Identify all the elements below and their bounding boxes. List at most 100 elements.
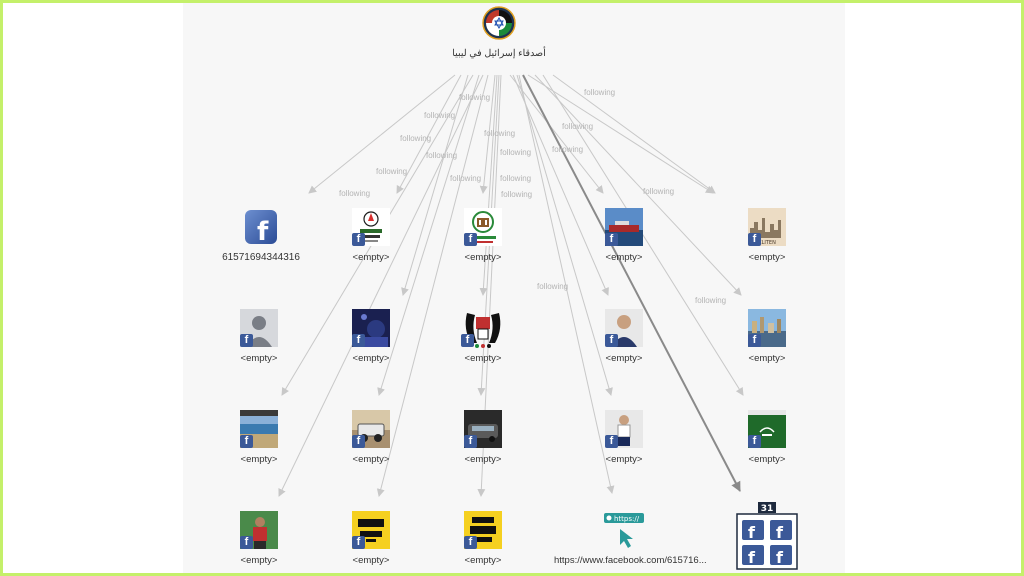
facebook-badge-icon: f — [748, 233, 761, 246]
edge-line — [516, 74, 613, 396]
default-avatar-icon: f — [240, 309, 278, 347]
svg-text:f: f — [776, 548, 784, 567]
edge-label: following — [562, 122, 594, 131]
svg-text:f: f — [776, 523, 784, 542]
node-label: <empty> — [352, 454, 390, 465]
breaking-benghazi-logo-icon: f — [464, 511, 502, 549]
edge-label: following — [459, 93, 491, 102]
edge-label: following — [400, 134, 432, 143]
node-5[interactable]: ZLITEN f <empty> — [697, 208, 837, 263]
edge-label: following — [584, 88, 616, 97]
edge-line — [552, 74, 716, 194]
node-12[interactable]: f <empty> — [301, 410, 441, 465]
node-8[interactable]: f <empty> — [413, 309, 553, 364]
edge-label: following — [484, 129, 516, 138]
node-label: <empty> — [605, 252, 643, 263]
root-label: أصدقاء إسرائيل في ليبيا — [452, 48, 546, 59]
root-node[interactable]: f أصدقاء إسرائيل في ليبيا — [429, 6, 569, 59]
facebook-badge-icon: f — [240, 334, 253, 347]
edge-label: following — [552, 145, 584, 154]
node-14[interactable]: f <empty> — [554, 410, 694, 465]
man-portrait-photo-icon: f — [605, 309, 643, 347]
edge-line — [377, 74, 480, 396]
city-sketch-icon: ZLITEN f — [748, 208, 786, 246]
edge-line — [479, 74, 498, 296]
edge-line — [479, 74, 496, 194]
edge-line — [376, 74, 489, 497]
node-17[interactable]: f <empty> — [301, 511, 441, 566]
edge-label: following — [501, 190, 533, 199]
seated-man-photo-icon: f — [605, 410, 643, 448]
facebook-badge-icon: f — [464, 536, 477, 549]
facebook-badge-icon: f — [464, 435, 477, 448]
node-7[interactable]: f <empty> — [301, 309, 441, 364]
facebook-badge-icon: f — [352, 233, 365, 246]
node-9[interactable]: f <empty> — [554, 309, 694, 364]
edge-line — [278, 74, 484, 497]
city-skyline-photo-icon: f — [748, 309, 786, 347]
node-label: https://www.facebook.com/615716... — [554, 555, 707, 566]
facebook-badge-icon: f — [352, 435, 365, 448]
edge-label: following — [424, 111, 456, 120]
node-label: <empty> — [464, 555, 502, 566]
node-10[interactable]: f <empty> — [697, 309, 837, 364]
svg-text:f: f — [748, 523, 756, 542]
node-label: <empty> — [240, 555, 278, 566]
node-11[interactable]: f <empty> — [189, 410, 329, 465]
edge-line — [401, 74, 469, 296]
edge-line — [542, 74, 744, 396]
car-photo-icon: f — [464, 410, 502, 448]
node-label: <empty> — [464, 454, 502, 465]
sawt-benghazi-logo-icon: f — [352, 511, 390, 549]
svg-text:f: f — [257, 217, 269, 246]
node-label: <empty> — [605, 454, 643, 465]
node-16[interactable]: f <empty> — [189, 511, 329, 566]
edge-label: following — [500, 174, 532, 183]
node-15[interactable]: f <empty> — [697, 410, 837, 465]
facebook-badge-icon: f — [352, 334, 365, 347]
emblem-logo-icon: f — [464, 208, 502, 246]
facebook-badge-icon: f — [464, 233, 477, 246]
edge-label: following — [695, 296, 727, 305]
node-label: <empty> — [352, 252, 390, 263]
group-count: 31 — [761, 504, 774, 514]
edge-line — [534, 74, 742, 296]
facebook-badge-icon: f — [352, 536, 365, 549]
node-label: <empty> — [464, 252, 502, 263]
facebook-badge-icon: f — [605, 435, 618, 448]
hands-poster-icon: f — [461, 309, 505, 349]
node-3[interactable]: f <empty> — [413, 208, 553, 263]
node-label: <empty> — [352, 555, 390, 566]
node-label: <empty> — [605, 353, 643, 364]
edge-label: following — [500, 148, 532, 157]
graph-canvas: f أصدقاء إسرائيل في ليبيا f 615716943443… — [183, 3, 845, 573]
coast-photo-icon: f — [240, 410, 278, 448]
node-2[interactable]: f <empty> — [301, 208, 441, 263]
node-label: <empty> — [240, 353, 278, 364]
edge-label: following — [450, 174, 482, 183]
edge-label: following — [643, 187, 675, 196]
svg-text:ZLITEN: ZLITEN — [758, 240, 776, 246]
node-1[interactable]: f 61571694344316 — [191, 208, 331, 263]
facebook-logo-icon: f — [242, 208, 280, 246]
edge-line — [522, 74, 741, 492]
facebook-badge-icon: f — [482, 28, 483, 40]
flags-logo-icon: f — [482, 6, 516, 40]
night-selfie-photo-icon: f — [352, 309, 390, 347]
node-4[interactable]: f <empty> — [554, 208, 694, 263]
node-6[interactable]: f <empty> — [189, 309, 329, 364]
node-label: 61571694344316 — [222, 252, 300, 263]
edge-line — [509, 74, 604, 194]
node-19[interactable]: https:// https://www.facebook.com/615716… — [554, 509, 707, 566]
facebook-badge-icon: f — [748, 435, 761, 448]
node-label: <empty> — [240, 454, 278, 465]
edge-line — [527, 74, 714, 194]
edge-label: following — [426, 151, 458, 160]
node-18[interactable]: f <empty> — [413, 511, 553, 566]
node-label: <empty> — [748, 353, 786, 364]
node-13[interactable]: f <empty> — [413, 410, 553, 465]
edge-label: following — [537, 282, 569, 291]
green-banner-icon: f — [748, 410, 786, 448]
